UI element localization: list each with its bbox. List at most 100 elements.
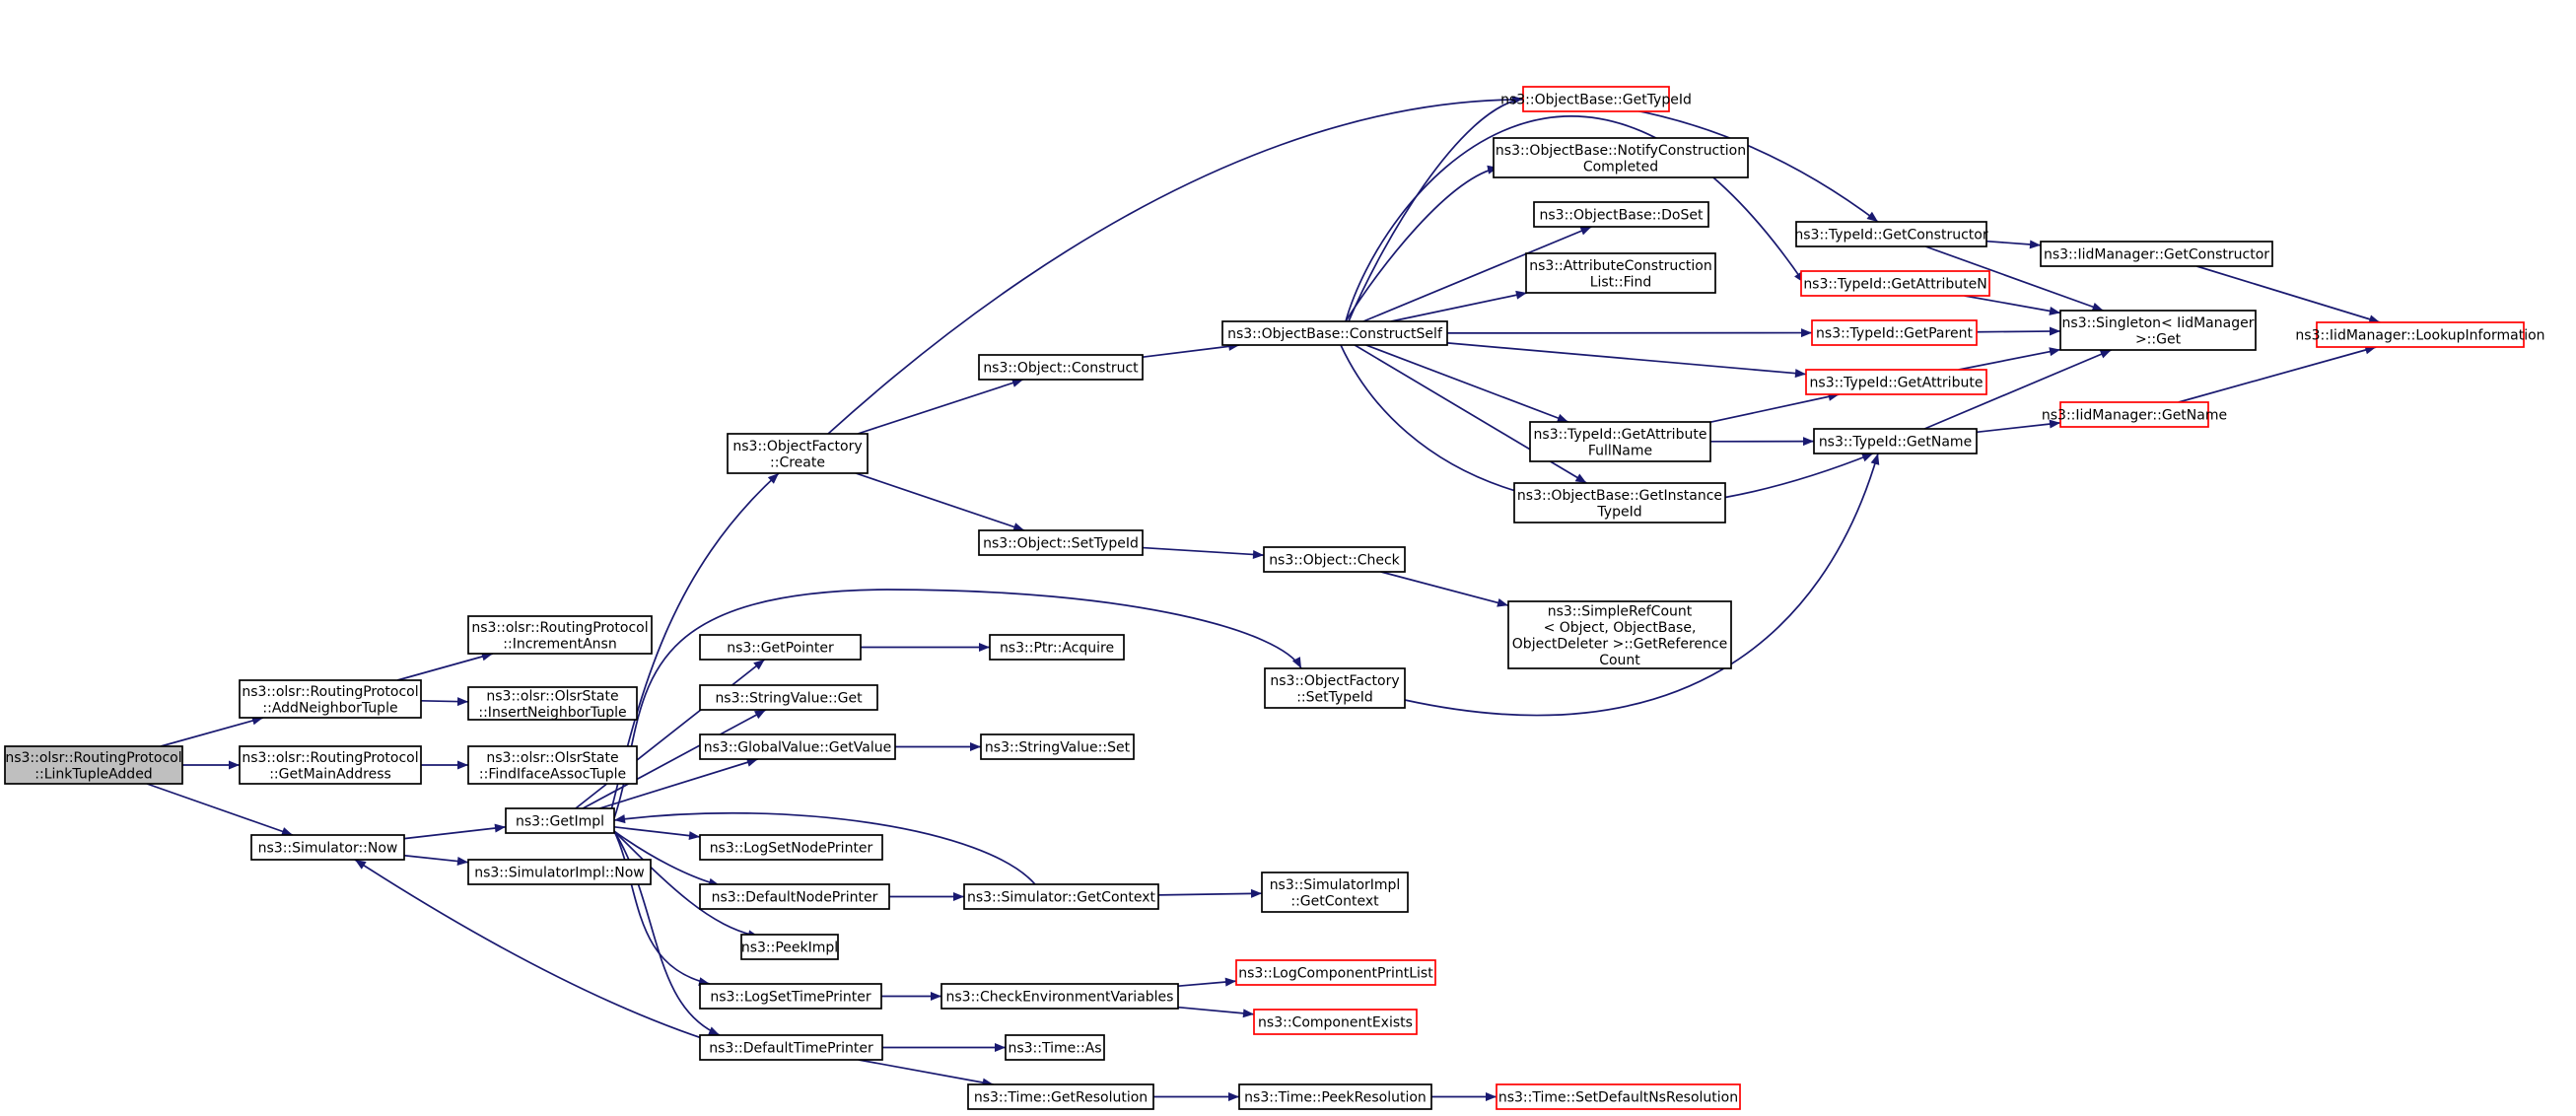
node-label: ns3::TypeId::GetName [1819,435,1972,451]
graph-node-n23[interactable]: ns3::CheckEnvironmentVariables [940,983,1179,1010]
graph-node-n5[interactable]: ns3::olsr::OlsrState::InsertNeighborTupl… [467,686,638,721]
node-label: ns3::ObjectBase::ConstructSelf [1227,326,1443,342]
graph-node-n12[interactable]: ns3::GlobalValue::GetValue [699,733,896,760]
edge-n27-n39 [1380,571,1509,606]
graph-node-n16[interactable]: ns3::LogSetTimePrinter [699,983,882,1010]
node-label: ns3::StringValue::Get [715,691,863,707]
node-label: ns3::TypeId::GetAttributeN [1803,277,1986,293]
node-label: ns3::GlobalValue::GetValue [704,740,891,756]
graph-node-n47[interactable]: ns3::Singleton< IidManager>::Get [2059,310,2257,351]
graph-node-n32[interactable]: ns3::Time::PeekResolution [1238,1083,1432,1110]
graph-node-n24[interactable]: ns3::Time::As [1005,1034,1105,1061]
graph-node-n43[interactable]: ns3::TypeId::GetParent [1811,319,1978,346]
graph-node-n35[interactable]: ns3::ObjectBase::DoSet [1533,201,1709,228]
node-box [1493,137,1749,178]
graph-node-n29[interactable]: ns3::SimulatorImpl::GetContext [1261,872,1409,913]
arrowhead-n43-n47 [2049,326,2060,336]
graph-node-n41[interactable]: ns3::TypeId::GetConstructor [1794,221,1988,247]
graph-node-n9[interactable]: ns3::ObjectFactory::Create [727,433,869,474]
graph-node-n48[interactable]: ns3::IidManager::GetName [2042,401,2227,428]
graph-node-n0[interactable]: ns3::olsr::RoutingProtocol::LinkTupleAdd… [4,745,183,785]
graph-node-n2[interactable]: ns3::olsr::RoutingProtocol::GetMainAddre… [239,745,422,785]
graph-node-n19[interactable]: ns3::Object::SetTypeId [978,529,1144,556]
node-label: ns3::Time::PeekResolution [1244,1090,1427,1106]
graph-node-n34[interactable]: ns3::ObjectBase::NotifyConstructionCompl… [1493,137,1749,178]
edge-n9-n19 [855,472,1025,531]
graph-node-n39[interactable]: ns3::SimpleRefCount< Object, ObjectBase,… [1507,600,1732,669]
node-label: ns3::Simulator::GetContext [967,890,1156,906]
arrowhead-n10-n20 [979,643,990,652]
graph-node-n3[interactable]: ns3::Simulator::Now [250,834,405,861]
arrowhead-n22-n7 [614,814,626,824]
graph-node-n8[interactable]: ns3::SimulatorImpl::Now [467,859,652,885]
graph-node-n33[interactable]: ns3::ObjectBase::GetTypeId [1500,86,1692,112]
node-box [699,1034,883,1061]
graph-node-n26[interactable]: ns3::ObjectBase::ConstructSelf [1221,320,1448,346]
graph-node-n27[interactable]: ns3::Object::Check [1263,546,1406,573]
graph-node-n21[interactable]: ns3::StringValue::Set [980,733,1135,760]
node-label: ns3::Object::SetTypeId [983,536,1139,552]
graph-node-n22[interactable]: ns3::Simulator::GetContext [963,883,1159,910]
node-label: ::Create [770,454,825,470]
graph-node-n25[interactable]: ns3::Time::GetResolution [967,1083,1154,1110]
node-box [1800,270,1990,297]
graph-node-n30[interactable]: ns3::LogComponentPrintList [1235,959,1436,986]
node-label: >::Get [2135,331,2182,347]
graph-node-n6[interactable]: ns3::olsr::OlsrState::FindIfaceAssocTupl… [467,745,638,785]
edge-n7-n11 [582,709,767,809]
edge-n17-n25 [858,1059,994,1085]
node-label: ns3::Simulator::Now [258,841,398,857]
graph-node-n20[interactable]: ns3::Ptr::Acquire [989,634,1125,661]
node-label: ::IncrementAnsn [503,636,616,652]
arrowhead-n16-n23 [931,992,941,1001]
graph-node-n49[interactable]: ns3::IidManager::LookupInformation [2295,321,2545,348]
node-box [1235,959,1436,986]
graph-node-n1[interactable]: ns3::olsr::RoutingProtocol::AddNeighborT… [239,679,422,719]
arrowhead-n12-n21 [970,742,981,751]
arrowhead-n37-n45 [1802,437,1814,447]
graph-node-n17[interactable]: ns3::DefaultTimePrinter [699,1034,883,1061]
graph-node-n28[interactable]: ns3::ObjectFactory::SetTypeId [1264,667,1406,709]
graph-node-n46[interactable]: ns3::IidManager::GetConstructor [2040,241,2273,267]
edge-n19-n27 [1142,546,1265,556]
graph-node-n11[interactable]: ns3::StringValue::Get [699,684,878,711]
arrowhead-n28-n45 [1870,453,1880,465]
node-box [1525,252,1716,294]
graph-node-n45[interactable]: ns3::TypeId::GetName [1813,428,1978,454]
arrowhead-n26-n35 [1579,227,1592,236]
node-label: ns3::ObjectBase::GetInstance [1517,488,1722,504]
graph-node-n31[interactable]: ns3::ComponentExists [1253,1009,1418,1035]
graph-node-n44[interactable]: ns3::TypeId::GetAttribute [1805,369,1987,395]
graph-node-n4[interactable]: ns3::olsr::RoutingProtocol::IncrementAns… [467,615,653,655]
graph-node-n42[interactable]: ns3::TypeId::GetAttributeN [1800,270,1990,297]
node-label: ns3::olsr::RoutingProtocol [5,750,181,766]
arrowhead-n23-n30 [1224,977,1236,987]
graph-node-n18[interactable]: ns3::Object::Construct [978,354,1144,381]
node-label: ns3::ObjectFactory [732,439,862,454]
node-label: ns3::StringValue::Set [985,740,1131,756]
graph-node-n13[interactable]: ns3::LogSetNodePrinter [699,834,883,861]
graph-node-n14[interactable]: ns3::DefaultNodePrinter [699,883,890,910]
node-label: ::GetMainAddress [269,766,391,782]
node-box [4,745,183,785]
node-label: ::FindIfaceAssocTuple [479,766,626,782]
edge-n26-n36 [1390,292,1528,322]
edge-n26-n35 [1362,226,1592,322]
node-box [467,859,652,885]
graph-node-n10[interactable]: ns3::GetPointer [699,634,862,661]
node-box [978,529,1144,556]
arrowhead-n22-n29 [1250,888,1262,898]
node-label: ns3::LogComponentPrintList [1238,966,1433,982]
node-box [1795,221,1987,247]
node-box [1005,1034,1105,1061]
graph-node-n7[interactable]: ns3::GetImpl [505,807,615,834]
node-box [1813,428,1978,454]
node-label: ns3::IidManager::GetConstructor [2044,247,2269,263]
graph-node-n40[interactable]: ns3::Time::SetDefaultNsResolution [1496,1083,1741,1110]
graph-node-n15[interactable]: ns3::PeekImpl [740,934,839,960]
arrowhead-n0-n3 [281,827,293,836]
edge-n7-n16 [613,830,711,985]
